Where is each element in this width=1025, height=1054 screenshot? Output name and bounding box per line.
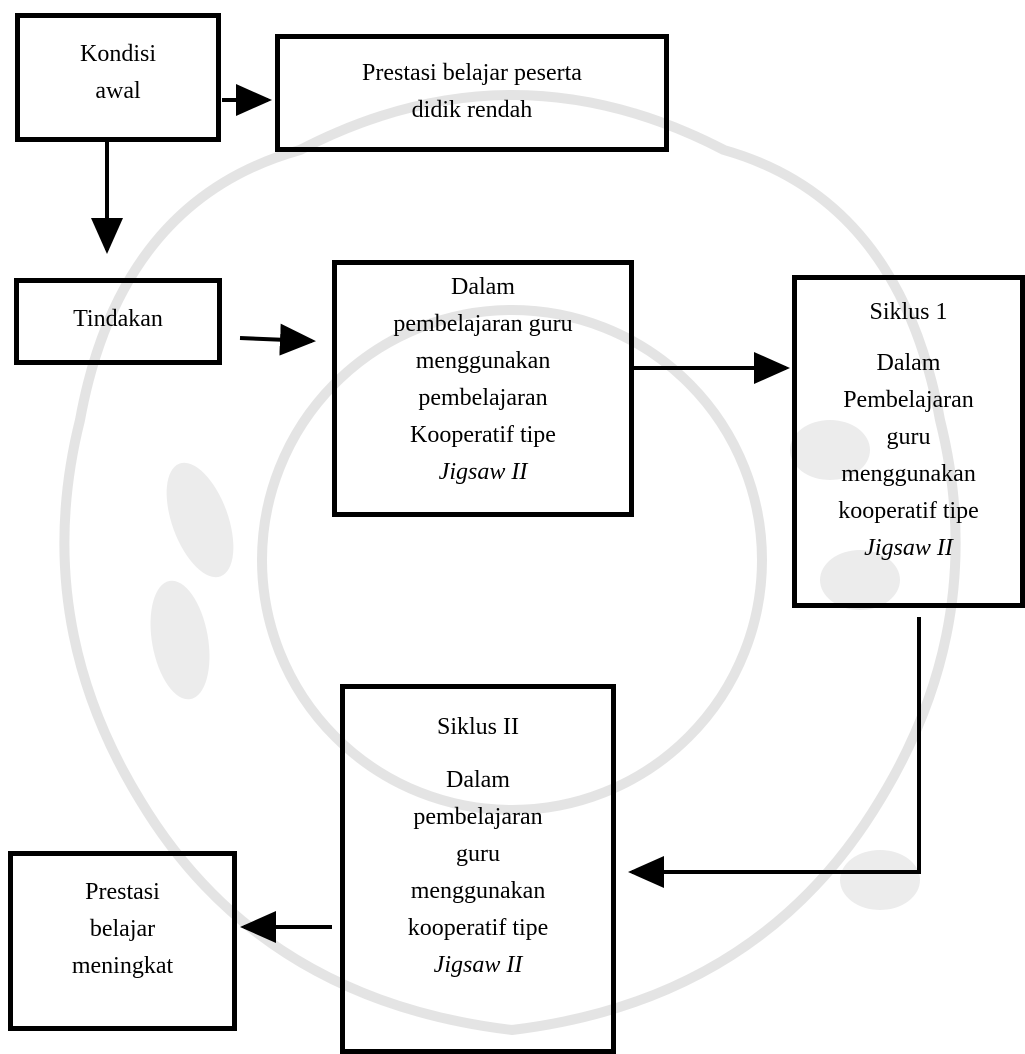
node-text: Dalam [876, 350, 941, 376]
node-text: Prestasi [85, 879, 160, 905]
node-siklus-2: Siklus II Dalam pembelajaran guru menggu… [340, 684, 616, 1054]
node-text: menggunakan [841, 461, 976, 487]
node-text: Kooperatif tipe [410, 422, 556, 448]
node-text: belajar [89, 916, 156, 942]
node-text: kooperatif tipe [407, 915, 549, 941]
node-text: pembelajaran guru [393, 311, 573, 337]
node-text: menggunakan [415, 348, 551, 374]
node-text: pembelajaran [418, 385, 548, 411]
node-tindakan: Tindakan [14, 278, 222, 365]
node-text: Kondisi [79, 41, 156, 67]
node-prestasi-rendah: Prestasi belajar peserta didik rendah [275, 34, 669, 152]
node-text: awal [95, 78, 141, 104]
node-text: guru [886, 424, 931, 450]
node-text: didik rendah [411, 97, 533, 123]
node-text: meningkat [71, 953, 174, 979]
node-siklus-1: Siklus 1 Dalam Pembelajaran guru menggun… [792, 275, 1025, 608]
node-prestasi-meningkat: Prestasi belajar meningkat [8, 851, 237, 1031]
node-text: pembelajaran [413, 804, 543, 830]
node-text: Prestasi belajar peserta [362, 60, 582, 86]
node-text: Dalam [451, 274, 515, 300]
arrow-siklus1-to-siklus2 [628, 617, 921, 888]
node-text: guru [456, 841, 500, 867]
node-text: Dalam [446, 767, 510, 793]
node-title: Siklus 1 [869, 299, 948, 325]
node-text: Tindakan [73, 306, 163, 332]
node-text: menggunakan [410, 878, 546, 904]
node-text: Pembelajaran [843, 387, 974, 413]
node-kondisi-awal: Kondisi awal [15, 13, 221, 142]
node-dalam-pembelajaran: Dalam pembelajaran guru menggunakan pemb… [332, 260, 634, 517]
node-title: Siklus II [436, 714, 519, 740]
node-text-italic: Jigsaw II [864, 535, 953, 561]
node-text-italic: Jigsaw II [433, 952, 523, 978]
arrow-tindakan-to-dalam [239, 323, 316, 356]
node-text-italic: Jigsaw II [438, 459, 528, 485]
node-text: kooperatif tipe [838, 498, 979, 524]
